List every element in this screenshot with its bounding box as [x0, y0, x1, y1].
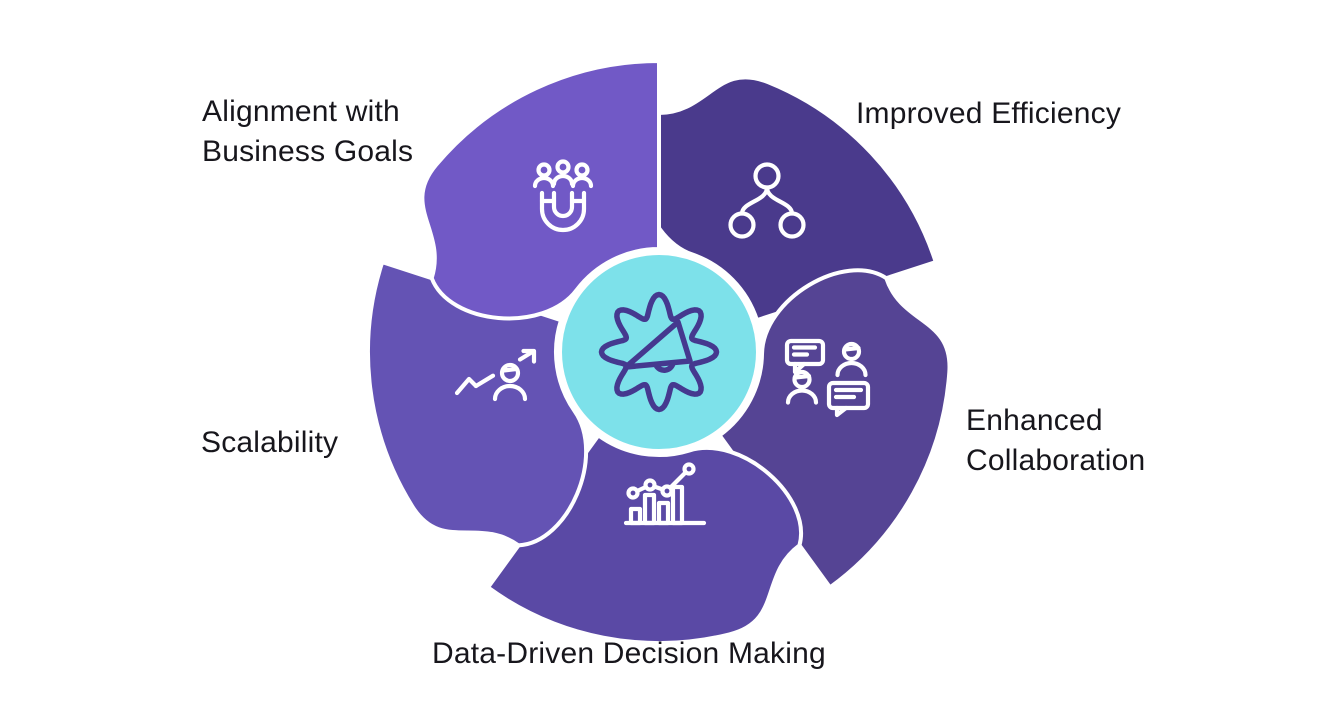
label-data-driven-decision-making: Data-Driven Decision Making [432, 637, 826, 670]
magnet-audience-icon [532, 159, 594, 233]
growth-person-icon [454, 348, 537, 402]
megaphone-handle [653, 360, 676, 373]
blade-group [366, 59, 952, 646]
label-scalability: Scalability [201, 426, 339, 459]
chat-people-icon [784, 338, 871, 418]
hierarchy-icon [728, 162, 806, 239]
center-circle [556, 249, 762, 455]
gear-outline [598, 291, 720, 413]
label-improved-efficiency: Improved Efficiency [856, 97, 1122, 130]
gear-megaphone-icon [598, 291, 720, 413]
bar-chart-trend-icon [623, 462, 707, 526]
label-enhanced-collaboration: Enhanced Collaboration [966, 404, 1146, 477]
label-alignment-with-business-goals: Alignment with Business Goals [202, 95, 414, 168]
